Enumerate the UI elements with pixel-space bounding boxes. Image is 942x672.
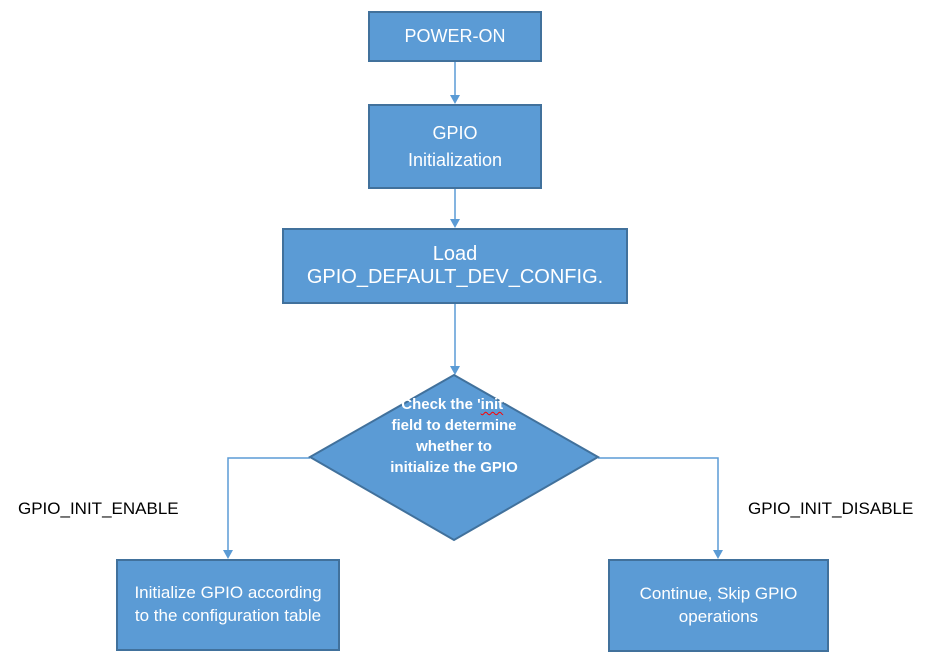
decision-label-part3: ' field to determine whether to initiali… [390,396,518,476]
arrowhead-loadconfig [450,219,460,228]
arrowhead-gpioinit [450,95,460,104]
arrowhead-initgpio [223,550,233,559]
node-load-config: Load GPIO_DEFAULT_DEV_CONFIG. [282,228,628,304]
arrowhead-decision [450,366,460,375]
decision-label-part1: Check the ' [401,396,481,413]
decision-diamond-label: Check the 'init' field to determine whet… [389,394,519,478]
node-continue-skip-label: Continue, Skip GPIO operations [639,583,798,626]
node-load-config-label: Load GPIO_DEFAULT_DEV_CONFIG. [306,243,604,288]
decision-diamond-shape [307,373,601,542]
node-initialize-gpio-label: Initialize GPIO according to the configu… [134,583,322,625]
branch-label-gpio-init-disable: GPIO_INIT_DISABLE [748,499,914,518]
node-continue-skip: Continue, Skip GPIO operations [608,559,829,652]
connector-decision-to-initgpio [227,457,310,551]
arrowhead-continue [713,550,723,559]
node-power-on: POWER-ON [368,11,542,62]
branch-label-gpio-init-enable: GPIO_INIT_ENABLE [18,499,179,518]
decision-label-init-word: init [480,396,504,413]
node-initialize-gpio: Initialize GPIO according to the configu… [116,559,340,651]
node-power-on-label: POWER-ON [404,26,506,46]
node-gpio-initialization: GPIO Initialization [368,104,542,189]
connector-decision-to-continue [598,457,719,551]
node-gpio-initialization-label: GPIO Initialization [407,123,503,170]
